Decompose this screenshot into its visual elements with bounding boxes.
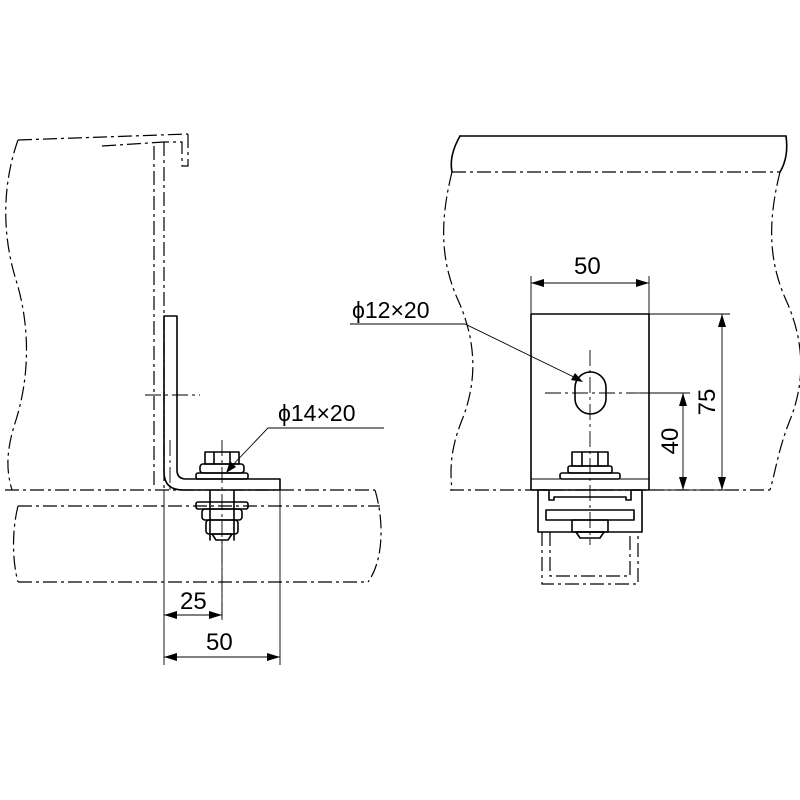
left-bolt-assembly — [195, 451, 249, 541]
channel-rail — [537, 489, 643, 585]
dim-50-left — [164, 490, 281, 665]
dim-25-text: 25 — [180, 588, 207, 615]
right-phantom-panel — [443, 135, 800, 491]
l-bracket — [163, 315, 281, 491]
slot-label: ϕ12×20 — [352, 297, 429, 323]
dim-50-right-text: 50 — [574, 253, 601, 280]
left-phantom-panel — [5, 133, 189, 491]
dim-50-left-text: 50 — [206, 629, 233, 656]
slot-leader — [350, 323, 583, 382]
left-phantom-rail — [5, 489, 382, 583]
right-bolt-assembly — [559, 451, 621, 480]
hole-leader — [226, 427, 384, 473]
dim-75-text: 75 — [694, 389, 721, 416]
dim-25 — [163, 490, 223, 665]
hole-label: ϕ14×20 — [278, 400, 355, 426]
right-center-lines — [545, 350, 640, 545]
dim-75 — [649, 313, 730, 490]
right-front-view: 50 40 75 ϕ12×20 — [350, 135, 800, 585]
dim-40 — [640, 392, 730, 491]
dim-50-right — [530, 276, 650, 314]
dim-40-text: 40 — [657, 428, 684, 455]
left-side-view: 25 50 ϕ14×20 — [5, 133, 384, 665]
